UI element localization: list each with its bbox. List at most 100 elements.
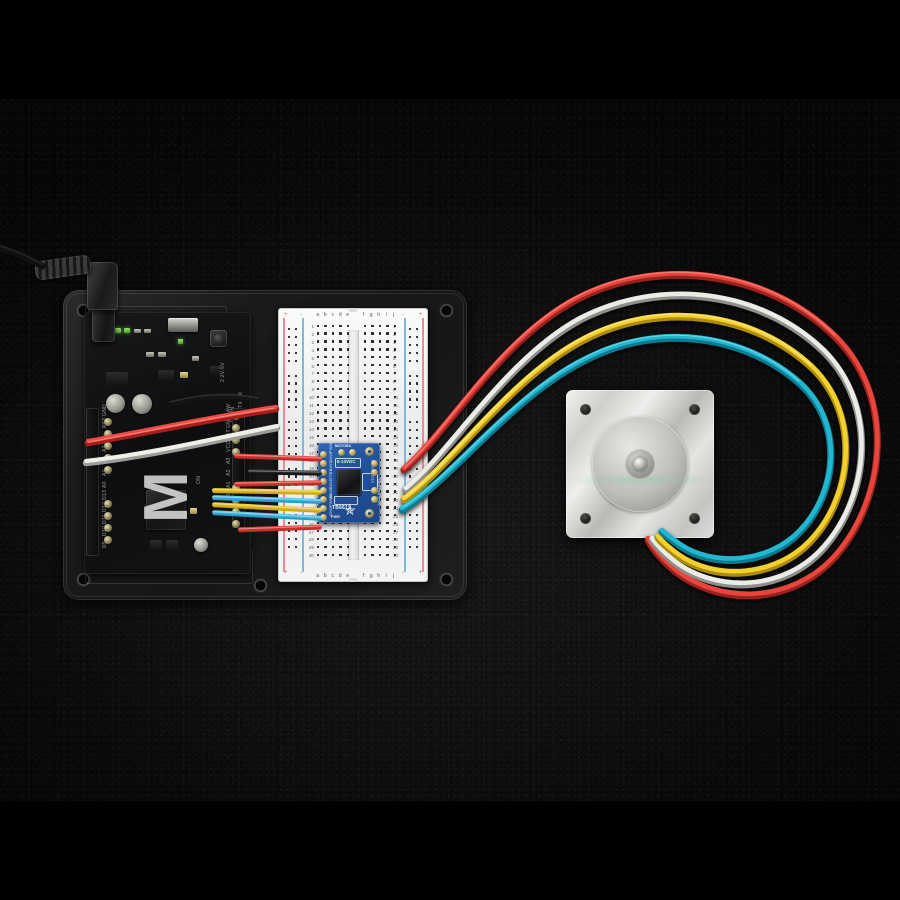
breadboard-hole[interactable] xyxy=(363,348,367,351)
power-rail-hole[interactable] xyxy=(409,529,412,533)
breadboard-hole[interactable] xyxy=(378,522,382,525)
breadboard-hole[interactable] xyxy=(386,387,389,391)
breadboard-hole[interactable] xyxy=(331,545,335,549)
breadboard-hole[interactable] xyxy=(378,545,382,549)
breadboard-hole[interactable] xyxy=(316,348,320,351)
breadboard-hole[interactable] xyxy=(378,419,382,422)
power-rail-hole[interactable] xyxy=(409,436,412,440)
breadboard-hole[interactable] xyxy=(386,490,389,493)
dc-power-plug[interactable] xyxy=(87,262,118,310)
breadboard-hole[interactable] xyxy=(316,529,320,533)
breadboard-hole[interactable] xyxy=(386,340,389,343)
breadboard-hole[interactable] xyxy=(324,403,327,406)
breadboard-hole[interactable] xyxy=(378,482,382,485)
breadboard-hole[interactable] xyxy=(378,458,382,462)
tb6612-motor-driver-breakout[interactable]: 5-13VDC TB6612 MOTORA VCC LOGIC VCC MOTO… xyxy=(318,443,380,523)
power-rail-hole[interactable] xyxy=(288,406,291,409)
power-rail-hole[interactable] xyxy=(416,436,419,440)
breadboard-hole[interactable] xyxy=(339,403,342,406)
breadboard-hole[interactable] xyxy=(339,395,342,398)
breadboard-hole[interactable] xyxy=(339,529,342,533)
power-rail-hole[interactable] xyxy=(409,359,412,362)
power-rail-hole[interactable] xyxy=(295,444,298,448)
breadboard-hole[interactable] xyxy=(331,403,335,406)
breadboard-hole[interactable] xyxy=(316,356,320,359)
power-rail-hole[interactable] xyxy=(295,545,298,548)
power-rail-hole[interactable] xyxy=(288,382,291,385)
breadboard-hole[interactable] xyxy=(324,364,327,367)
breadboard-hole[interactable] xyxy=(339,371,342,375)
power-rail-hole[interactable] xyxy=(416,452,419,455)
breadboard-hole[interactable] xyxy=(378,379,382,383)
breadboard-hole[interactable] xyxy=(393,537,397,541)
breadboard-hole[interactable] xyxy=(316,324,320,327)
power-rail-hole[interactable] xyxy=(295,343,298,347)
power-rail-hole[interactable] xyxy=(409,328,412,331)
breadboard-hole[interactable] xyxy=(363,419,367,422)
power-rail-hole[interactable] xyxy=(416,343,419,347)
breadboard-hole[interactable] xyxy=(386,545,389,549)
breadboard-hole[interactable] xyxy=(393,545,397,549)
breadboard-hole[interactable] xyxy=(393,371,397,375)
breadboard-hole[interactable] xyxy=(371,427,374,430)
power-rail-hole[interactable] xyxy=(416,406,419,409)
breadboard-hole[interactable] xyxy=(393,482,397,485)
breadboard-hole[interactable] xyxy=(386,356,389,359)
breadboard-hole[interactable] xyxy=(386,324,389,327)
breadboard-hole[interactable] xyxy=(316,427,320,430)
breadboard-hole[interactable] xyxy=(316,364,320,367)
breadboard-hole[interactable] xyxy=(386,498,389,501)
power-rail-hole[interactable] xyxy=(295,452,298,455)
breadboard-hole[interactable] xyxy=(346,411,350,414)
power-rail-hole[interactable] xyxy=(416,545,419,548)
breadboard-hole[interactable] xyxy=(378,506,382,509)
breadboard-hole[interactable] xyxy=(393,435,397,438)
breadboard-hole[interactable] xyxy=(393,443,397,446)
breadboard-hole[interactable] xyxy=(386,466,389,470)
power-rail-hole[interactable] xyxy=(416,374,419,377)
power-rail-hole[interactable] xyxy=(409,514,412,517)
breadboard-hole[interactable] xyxy=(393,419,397,422)
breadboard-hole[interactable] xyxy=(324,553,327,556)
breadboard-hole[interactable] xyxy=(346,356,350,359)
breadboard-hole[interactable] xyxy=(324,324,327,327)
breadboard-hole[interactable] xyxy=(316,411,320,414)
breadboard-hole[interactable] xyxy=(393,411,397,414)
breadboard-hole[interactable] xyxy=(386,522,389,525)
power-rail-hole[interactable] xyxy=(416,491,419,494)
breadboard-hole[interactable] xyxy=(339,356,342,359)
power-rail-hole[interactable] xyxy=(295,406,298,409)
breadboard-hole[interactable] xyxy=(339,324,342,327)
breadboard-hole[interactable] xyxy=(386,364,389,367)
power-rail-hole[interactable] xyxy=(416,514,419,517)
breadboard-hole[interactable] xyxy=(378,395,382,398)
breadboard-hole[interactable] xyxy=(331,379,335,383)
breadboard-hole[interactable] xyxy=(386,443,389,446)
breadboard-hole[interactable] xyxy=(371,324,374,327)
breadboard-hole[interactable] xyxy=(393,514,397,517)
power-rail-hole[interactable] xyxy=(416,428,419,432)
breadboard-hole[interactable] xyxy=(346,545,350,549)
breadboard-hole[interactable] xyxy=(346,332,350,335)
breadboard-hole[interactable] xyxy=(316,545,320,549)
breadboard-hole[interactable] xyxy=(378,411,382,414)
power-rail-hole[interactable] xyxy=(295,529,298,533)
breadboard-hole[interactable] xyxy=(346,395,350,398)
breadboard-hole[interactable] xyxy=(371,332,374,335)
breadboard-hole[interactable] xyxy=(346,427,350,430)
breadboard-hole[interactable] xyxy=(371,364,374,367)
breadboard-hole[interactable] xyxy=(339,427,342,430)
motor-output-pad[interactable] xyxy=(349,449,356,456)
breadboard-hole[interactable] xyxy=(363,427,367,430)
breadboard-hole[interactable] xyxy=(393,403,397,406)
breadboard-hole[interactable] xyxy=(331,356,335,359)
breadboard-hole[interactable] xyxy=(371,395,374,398)
breadboard-hole[interactable] xyxy=(363,411,367,414)
breadboard-hole[interactable] xyxy=(363,387,367,391)
breadboard-hole[interactable] xyxy=(324,332,327,335)
breadboard-hole[interactable] xyxy=(339,435,342,438)
breadboard-hole[interactable] xyxy=(386,553,389,556)
breadboard-hole[interactable] xyxy=(393,458,397,462)
breadboard-hole[interactable] xyxy=(324,356,327,359)
power-rail-hole[interactable] xyxy=(409,537,412,541)
